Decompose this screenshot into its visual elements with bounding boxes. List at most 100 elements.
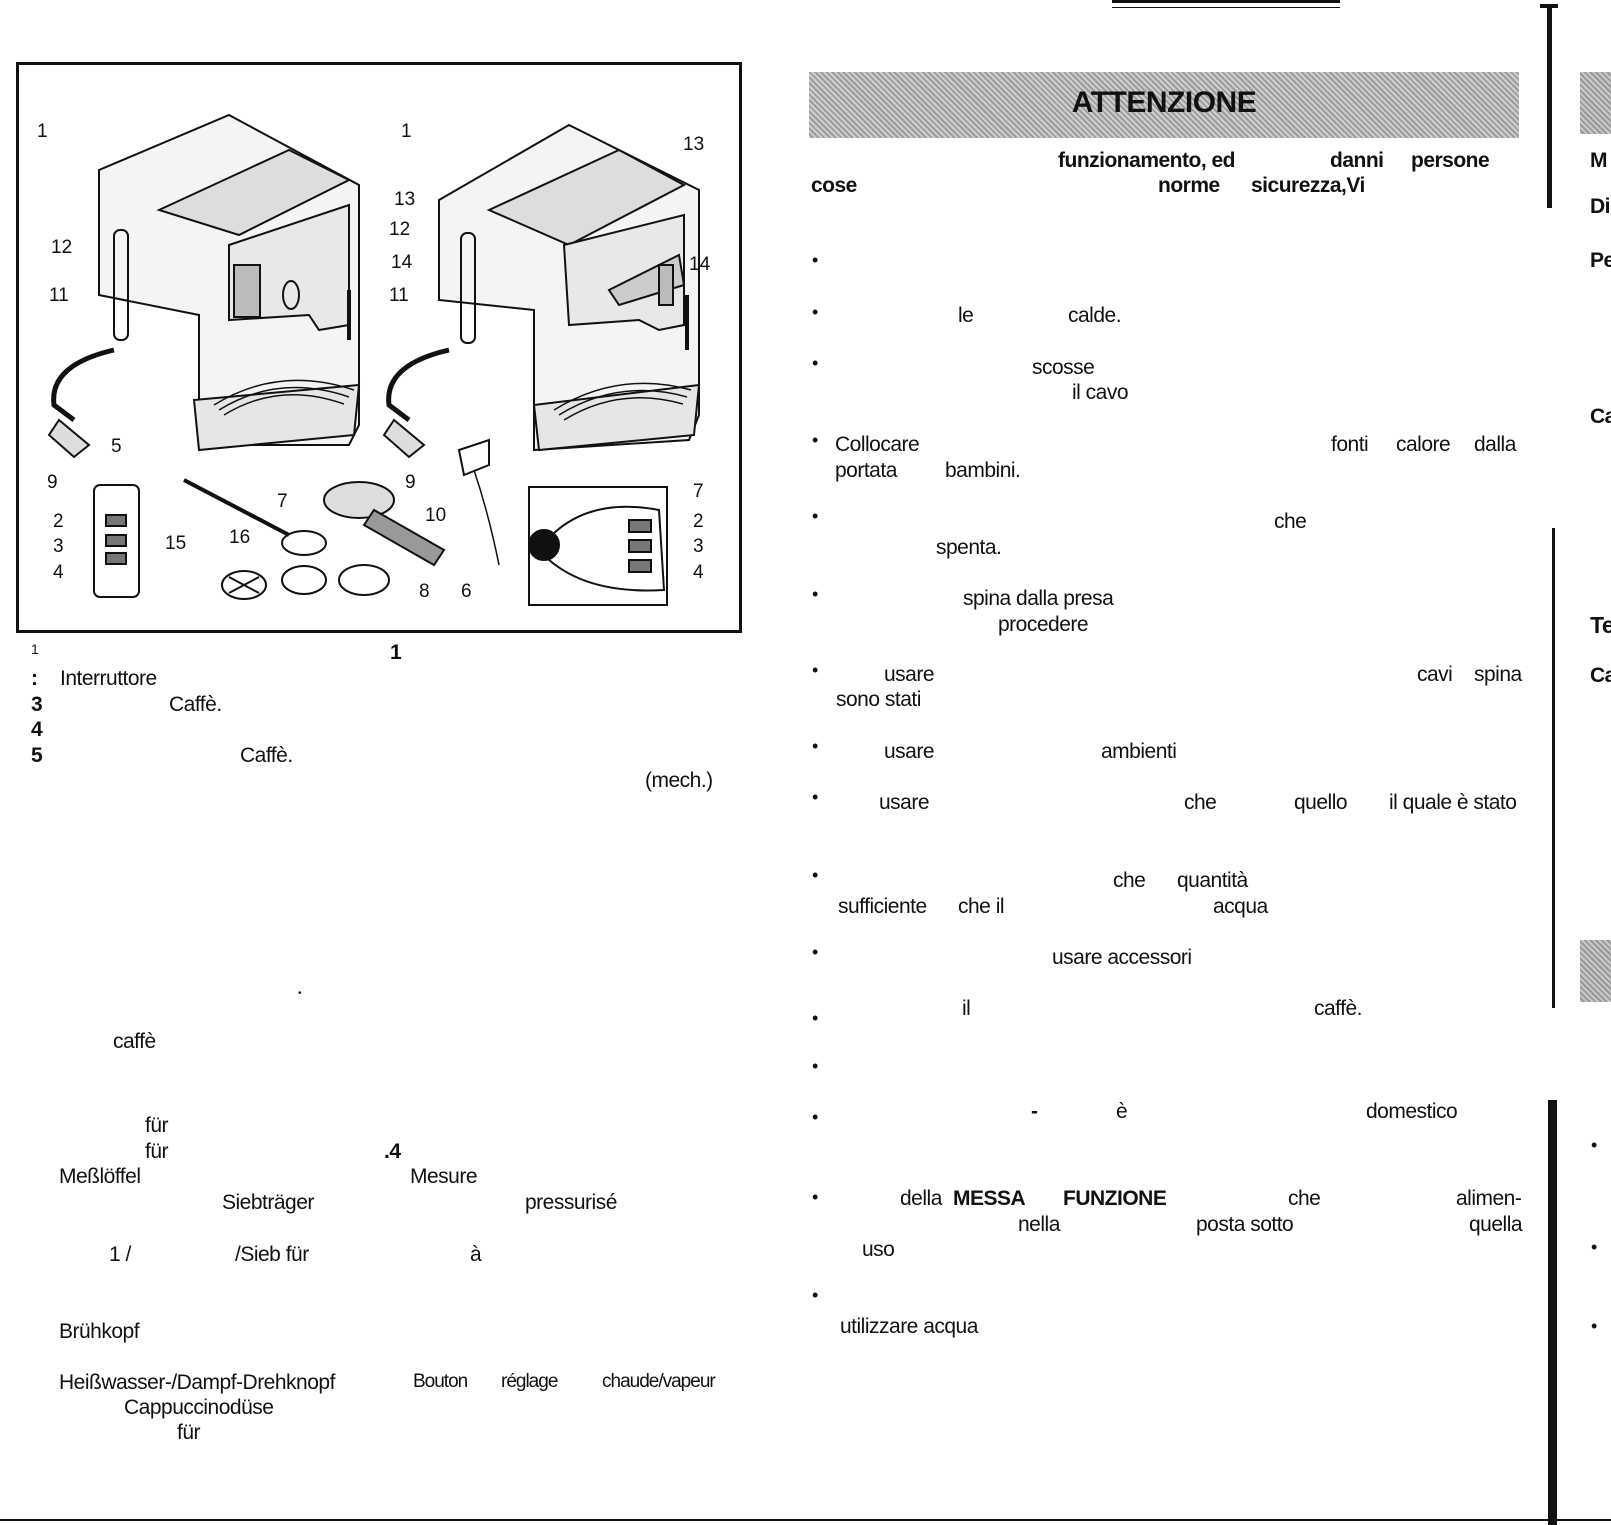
b9-usare: usare: [879, 791, 930, 814]
callout-3: 3: [53, 536, 64, 557]
b4-fonti: fonti: [1331, 433, 1369, 456]
bullet-4: •: [812, 430, 819, 450]
bullet-5: •: [812, 506, 819, 526]
b8-usare: usare: [884, 740, 935, 763]
bullet-1: •: [812, 250, 819, 270]
legend-mesure: Mesure: [410, 1165, 478, 1188]
b5-che: che: [1274, 510, 1307, 533]
callout-2: 2: [53, 511, 64, 532]
b10-che-il: che il: [958, 895, 1005, 918]
intro-danni: danni: [1330, 149, 1384, 172]
legend-marker-3: 3: [31, 693, 43, 716]
legend-num-4: .4: [384, 1140, 401, 1163]
b3-cavo: il cavo: [1072, 381, 1129, 404]
callout-16: 16: [229, 527, 250, 548]
bullet-9: •: [812, 787, 819, 807]
callout-15: 15: [165, 533, 186, 554]
legend-sieb-fuer: /Sieb für: [235, 1243, 309, 1266]
stray-dot: •: [298, 988, 302, 999]
intro-persone: persone: [1411, 149, 1490, 172]
bullet-15: •: [812, 1187, 819, 1207]
b14-domestico: domestico: [1366, 1100, 1458, 1123]
callout-11b: 11: [389, 285, 409, 306]
legend-pressurise: pressurisé: [525, 1191, 617, 1214]
legend-marker-5: 5: [31, 744, 43, 767]
b10-che: che: [1113, 869, 1146, 892]
b16-utilizzare-acqua: utilizzare acqua: [840, 1315, 978, 1338]
b2-calde: calde.: [1068, 304, 1122, 327]
callout-12b: 12: [389, 219, 410, 240]
legend-mech: (mech.): [645, 769, 713, 792]
legend-caffe-1: Caffè.: [169, 693, 222, 716]
attenzione-banner: ATTENZIONE: [809, 72, 1519, 138]
intro-funzionamento: funzionamento, ed: [1058, 149, 1236, 172]
b7-spina: spina: [1474, 663, 1522, 686]
legend-caffe-3: caffè: [113, 1030, 156, 1053]
b4-collocare: Collocare: [835, 433, 920, 456]
b15-posta-sotto: posta sotto: [1196, 1213, 1294, 1236]
legend-messloeffel: Meßlöffel: [59, 1165, 141, 1188]
b4-dalla: dalla: [1474, 433, 1516, 456]
callout-1: 1: [37, 121, 48, 142]
legend-marker-2: :: [31, 667, 38, 690]
b4-bambini: bambini.: [945, 459, 1021, 482]
legend-a-grave: à: [470, 1243, 482, 1266]
legend-bruehkopf: Brühkopf: [59, 1320, 140, 1343]
callout-5: 5: [111, 436, 122, 457]
b6-spina-dalla-presa: spina dalla presa: [963, 587, 1114, 610]
legend-chaude-vapeur: chaude/vapeur: [602, 1371, 716, 1392]
b7-sono-stati: sono stati: [836, 688, 921, 711]
bottom-rule: [0, 1519, 1611, 1521]
edge-bullet-1: •: [1591, 1135, 1598, 1155]
b8-ambienti: ambienti: [1101, 740, 1177, 763]
callout-6: 6: [461, 581, 472, 602]
intro-cose: cose: [811, 174, 857, 197]
bullet-2: •: [812, 302, 819, 322]
callout-14b: 14: [689, 254, 711, 275]
legend-heisswasser: Heißwasser-/Dampf-Drehknopf: [59, 1371, 335, 1394]
edge-rule-top: [1547, 4, 1552, 208]
edge-di: Di: [1590, 195, 1611, 218]
legend-interruttore: Interruttore: [60, 667, 157, 690]
callout-2b: 2: [693, 511, 704, 532]
b15-messa: MESSA: [953, 1187, 1026, 1210]
b15-alimen: alimen-: [1456, 1187, 1522, 1210]
b15-che: che: [1288, 1187, 1321, 1210]
b5-spenta: spenta.: [936, 536, 1002, 559]
b7-usare: usare: [884, 663, 935, 686]
b9-che: che: [1184, 791, 1217, 814]
edge-m: M: [1590, 149, 1608, 172]
intro-sicurezza: sicurezza,Vi: [1251, 174, 1365, 197]
b12-il: il: [962, 997, 971, 1020]
b7-cavi: cavi: [1417, 663, 1453, 686]
edge-rule-cap: [1540, 4, 1558, 8]
callout-9: 9: [47, 472, 58, 493]
callout-7: 7: [277, 491, 288, 512]
attenzione-title: ATTENZIONE: [1071, 86, 1257, 119]
b4-portata: portata: [835, 459, 897, 482]
edge-gray-block-1: [1580, 72, 1611, 134]
b9-il-quale: il quale è stato: [1389, 791, 1517, 814]
bullet-16: •: [812, 1285, 819, 1305]
edge-rule-bottom: [1548, 1100, 1557, 1525]
callout-10: 10: [425, 505, 446, 526]
callout-13: 13: [683, 134, 704, 155]
legend-bouton: Bouton: [413, 1371, 468, 1392]
legend-fraction: 1 /: [109, 1243, 131, 1266]
legend-siebtraeger: Siebträger: [222, 1191, 314, 1214]
b11-usare-accessori: usare accessori: [1052, 946, 1192, 969]
top-rule-thin: [1112, 7, 1340, 8]
bullet-12: •: [812, 1008, 819, 1028]
bullet-11: •: [812, 942, 819, 962]
bullet-14: •: [812, 1107, 819, 1127]
bullet-3: •: [812, 353, 819, 373]
legend-marker-4: 4: [31, 718, 43, 741]
top-rule: [1112, 0, 1340, 3]
callout-3b: 3: [693, 536, 704, 557]
b9-quello: quello: [1294, 791, 1348, 814]
legend-fur-1: für: [145, 1114, 169, 1137]
coffee-machine-illustration: 1 1 13 13 12 12 14 14 11 11 9 9 7 7 5 2 …: [37, 113, 711, 606]
edge-ca-2: Ca: [1590, 664, 1611, 687]
bullet-6: •: [812, 584, 819, 604]
b14-dash: -: [1031, 1100, 1038, 1123]
